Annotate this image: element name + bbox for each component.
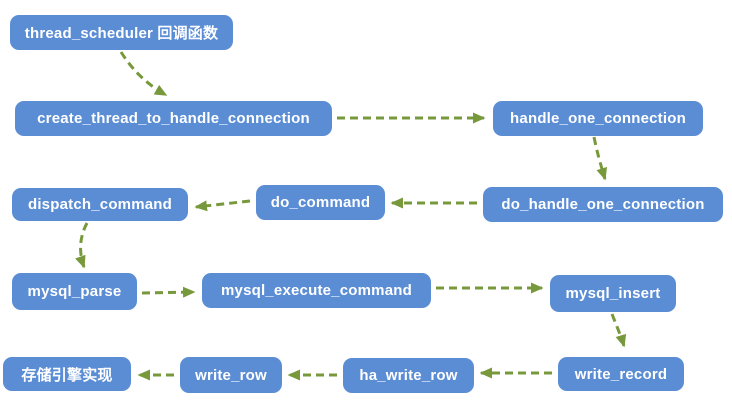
node-write-record: write_record [558, 357, 684, 391]
node-ha-write-row: ha_write_row [343, 358, 474, 393]
edge-do-command-to-dispatch-command [194, 199, 251, 212]
edge-mysql-parse-to-mysql-execute-command [141, 286, 196, 298]
node-do-handle-one-connection: do_handle_one_connection [483, 187, 723, 222]
edge-mysql-insert-to-write-record [610, 313, 627, 348]
node-storage-engine-impl: 存储引擎实现 [3, 357, 131, 391]
edge-thread-scheduler-to-create-thread [119, 51, 168, 97]
node-mysql-execute-command: mysql_execute_command [202, 273, 431, 308]
node-create-thread-to-handle-connection: create_thread_to_handle_connection [15, 101, 332, 136]
node-mysql-parse: mysql_parse [12, 273, 137, 310]
node-dispatch-command: dispatch_command [12, 188, 188, 221]
node-handle-one-connection: handle_one_connection [493, 101, 703, 136]
node-mysql-insert: mysql_insert [550, 275, 676, 312]
edge-handle-one-connection-to-do-handle-one-connection [592, 136, 608, 181]
node-thread-scheduler: thread_scheduler 回调函数 [10, 15, 233, 50]
node-do-command: do_command [256, 185, 385, 220]
edge-dispatch-command-to-mysql-parse [75, 222, 89, 269]
node-write-row: write_row [180, 357, 282, 393]
